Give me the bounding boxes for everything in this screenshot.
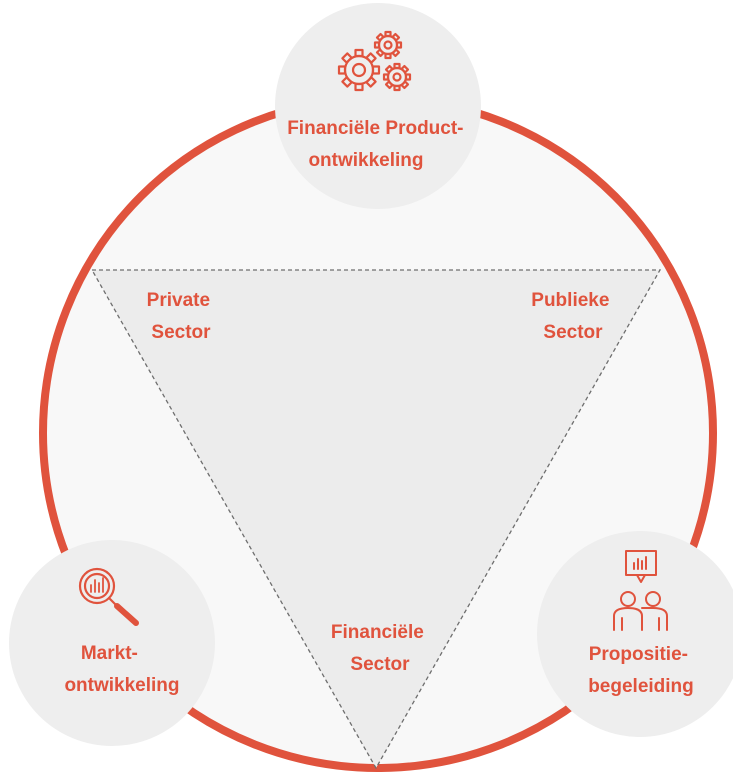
triangle-label-financieel: Financiële Sector bbox=[331, 622, 429, 675]
node-circle-right bbox=[537, 531, 733, 737]
node-label-right: Propositie- begeleiding bbox=[588, 644, 694, 697]
node-financiele-productontwikkeling: Financiële Product- ontwikkeling bbox=[275, 3, 481, 209]
node-marktontwikkeling: Markt- ontwikkeling bbox=[9, 540, 215, 746]
node-label-left: Markt- ontwikkeling bbox=[64, 643, 179, 696]
people-presentation-icon bbox=[613, 550, 668, 631]
triangle-label-publiek: Publieke Sector bbox=[531, 290, 614, 343]
node-circle-top bbox=[275, 3, 481, 209]
sector-triangle bbox=[90, 269, 662, 770]
triangle-label-private: Private Sector bbox=[147, 290, 216, 343]
node-label-top: Financiële Product- ontwikkeling bbox=[287, 118, 469, 171]
node-circle-left bbox=[9, 540, 215, 746]
gears-icon bbox=[337, 30, 412, 92]
node-propositiebegeleiding: Propositie- begeleiding bbox=[537, 531, 733, 737]
magnifier-chart-icon bbox=[78, 567, 139, 626]
